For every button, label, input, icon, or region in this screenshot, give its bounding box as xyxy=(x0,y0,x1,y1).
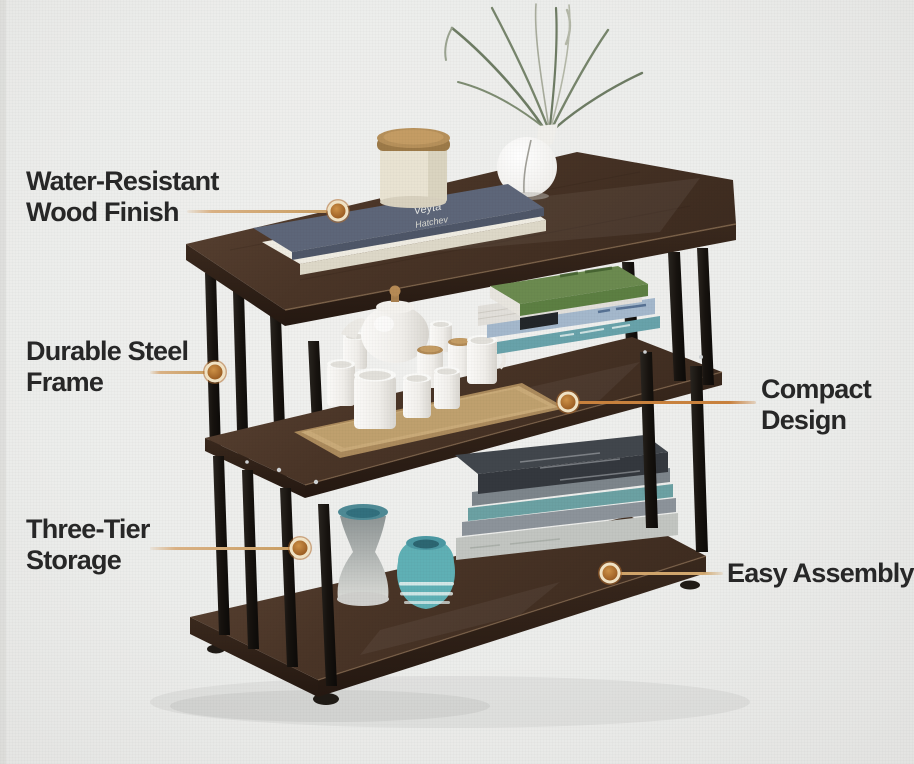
bottom-shelf xyxy=(190,516,707,697)
floor-shadow xyxy=(150,676,750,728)
mug-front xyxy=(354,368,396,429)
leader-line-three-tier xyxy=(150,547,291,550)
callout-line: Design xyxy=(761,404,847,435)
green-book xyxy=(490,266,648,316)
leader-line-wood-finish xyxy=(187,210,327,213)
callout-dot-compact-design xyxy=(557,391,579,413)
steel-posts-left-lower xyxy=(213,456,337,686)
callout-dot-wood-finish xyxy=(327,200,349,222)
teal-striped-vase xyxy=(397,536,455,609)
steel-posts-right-lower xyxy=(640,352,708,552)
callout-line: Storage xyxy=(26,544,122,575)
frame-screws xyxy=(245,350,703,485)
image-edge-shading xyxy=(0,0,6,764)
callout-line: Water-Resistant xyxy=(26,166,219,196)
callout-three-tier-storage: Three-Tier Storage xyxy=(26,514,150,576)
callout-compact-design: Compact Design xyxy=(761,374,872,436)
callout-line: Durable Steel xyxy=(26,336,189,366)
grass-plant xyxy=(444,3,644,132)
bottom-book-stack xyxy=(455,435,678,560)
callout-easy-assembly: Easy Assembly xyxy=(727,558,914,589)
middle-book-stack xyxy=(477,266,660,354)
callout-dot-three-tier xyxy=(289,537,311,559)
callout-dot-steel-frame xyxy=(204,361,226,383)
callout-durable-steel-frame: Durable Steel Frame xyxy=(26,336,189,398)
teacup-front-mid xyxy=(403,373,431,418)
callout-line: Three-Tier xyxy=(26,514,150,544)
leader-line-steel-frame xyxy=(150,371,206,374)
wooden-tray xyxy=(294,383,566,458)
teacup-front-right xyxy=(434,366,460,409)
callout-dot-easy-assembly xyxy=(599,562,621,584)
callout-line: Compact xyxy=(761,374,872,404)
callout-line: Easy Assembly xyxy=(727,558,914,588)
leader-line-compact-design xyxy=(578,401,756,404)
callout-water-resistant-wood-finish: Water-Resistant Wood Finish xyxy=(26,166,219,228)
gray-vase xyxy=(337,504,389,606)
leader-line-easy-assembly xyxy=(620,572,723,575)
callout-line: Wood Finish xyxy=(26,196,179,227)
steel-posts-right-upper xyxy=(668,248,714,385)
callout-line: Frame xyxy=(26,366,104,397)
teapot xyxy=(341,285,429,363)
teacup-back-right xyxy=(430,320,452,352)
teacup-left xyxy=(327,359,355,406)
tea-set xyxy=(327,285,507,429)
storage-canister xyxy=(377,128,450,208)
